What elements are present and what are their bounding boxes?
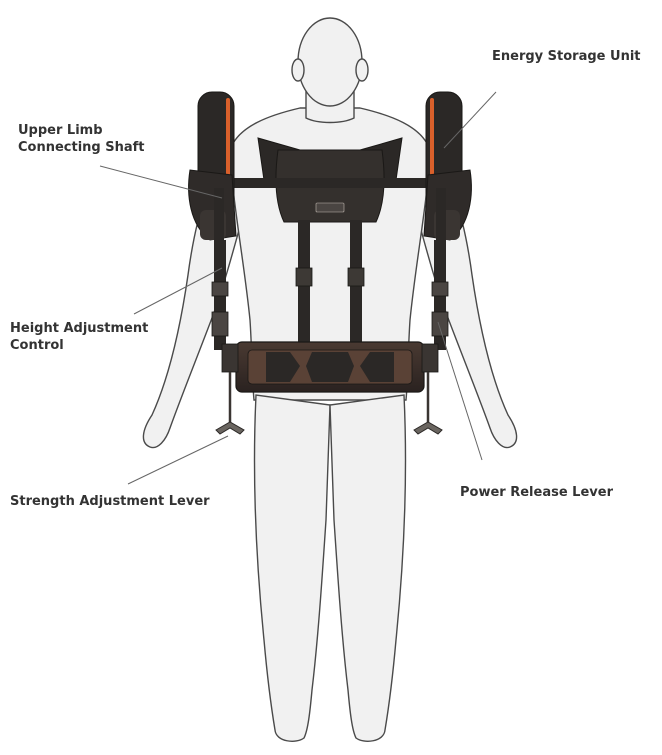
leader-upper-limb (99, 165, 223, 199)
right-ear (355, 58, 369, 82)
label-upper-limb-connecting-shaft: Upper Limb Connecting Shaft (18, 122, 145, 156)
vertical-back-straps (295, 220, 365, 345)
label-upper-limb-line-2: Connecting Shaft (18, 140, 145, 155)
leader-height-adjustment (133, 267, 223, 315)
left-ear (291, 58, 305, 82)
left-upper-limb-shaft (211, 188, 229, 350)
label-strength-adjustment-text: Strength Adjustment Lever (10, 494, 210, 509)
label-power-release-lever: Power Release Lever (460, 484, 613, 501)
exoskeleton (188, 91, 472, 435)
label-strength-adjustment-lever: Strength Adjustment Lever (10, 493, 210, 510)
label-power-release-text: Power Release Lever (460, 485, 613, 500)
left-leg (253, 394, 331, 742)
right-power-release-lever (413, 372, 443, 435)
right-upper-limb-shaft (431, 188, 449, 350)
leader-power-release (437, 321, 483, 461)
head (297, 17, 363, 107)
waist-belt (221, 341, 439, 393)
leader-strength-lever (127, 435, 229, 485)
right-leg (329, 394, 407, 742)
leader-energy-storage (443, 91, 497, 149)
vest-logo-badge (315, 202, 345, 213)
horizontal-back-strap (220, 178, 440, 188)
label-upper-limb-line-1: Upper Limb (18, 123, 103, 138)
left-energy-storage-unit (188, 91, 237, 241)
left-strength-lever (215, 372, 245, 435)
label-height-adjustment-line-2: Control (10, 338, 64, 353)
label-energy-storage-unit: Energy Storage Unit (492, 48, 641, 65)
label-energy-storage-unit-text: Energy Storage Unit (492, 49, 641, 64)
leader-lines (99, 91, 497, 485)
label-height-adjustment-control: Height Adjustment Control (10, 320, 148, 354)
right-energy-storage-unit (423, 91, 472, 241)
label-height-adjustment-line-1: Height Adjustment (10, 321, 149, 336)
